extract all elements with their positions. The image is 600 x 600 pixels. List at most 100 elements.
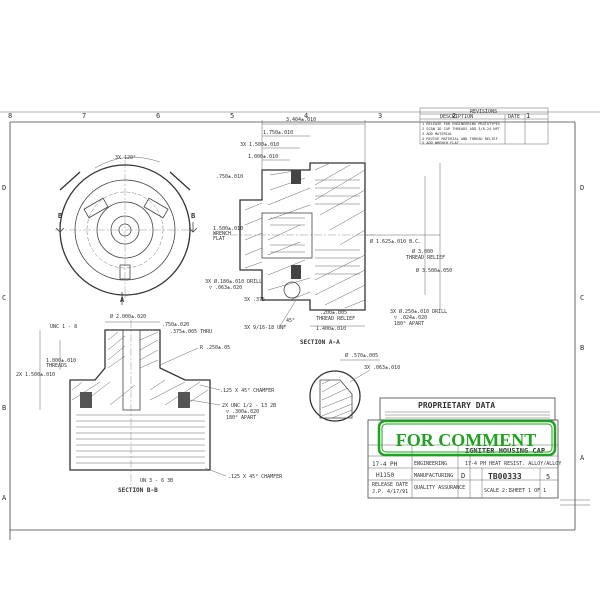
revision-letter: 5 — [546, 473, 550, 481]
section-bb-label: SECTION B-B — [118, 487, 158, 494]
drill-hole — [291, 170, 301, 184]
zone-letter: C — [580, 294, 584, 302]
center-bore — [122, 329, 141, 411]
stamp-inner-border — [381, 423, 553, 453]
wrench-flat-edge — [169, 171, 191, 191]
thread-relief-note: THREAD RELIEF — [406, 255, 445, 261]
detail-profile — [319, 379, 353, 419]
bc-note: Ø 1.625±.010 B.C. — [370, 238, 421, 245]
part-title: IGNITER HOUSING CAP — [465, 447, 545, 455]
scale: SCALE 2:1 — [484, 488, 511, 494]
zone-letters-left: D C B A — [2, 184, 7, 502]
slot — [143, 197, 169, 219]
dim-r250: R .250±.05 — [200, 345, 230, 351]
zone-number: 6 — [156, 112, 160, 120]
drill-250-note: 3X Ø.250±.010 DRILL — [390, 308, 447, 315]
dim-1400: 1.400±.010 — [316, 326, 346, 332]
dim-750b: .750±.020 — [162, 322, 189, 328]
unc-bottom-note: UN 3 - 6 3B — [140, 478, 173, 484]
drill-180-note: 3X Ø.180±.010 DRILL — [205, 278, 262, 285]
stamp-border — [377, 419, 557, 457]
revision-row: 2 SCAN ID CAP THREADS ADD 3/8-24 NPT — [422, 127, 501, 131]
leader-line — [204, 467, 227, 477]
manufacturing-label: MANUFACTURING — [414, 473, 453, 479]
dim-063: 3X .063±.010 — [364, 365, 400, 371]
dim-1500: 3X 1.500±.010 — [240, 142, 279, 148]
revision-row: 4 REVISE MATERIAL AND THREAD RELIEF — [422, 137, 498, 141]
internal-thread — [315, 179, 360, 275]
wrench-flat-edge — [59, 171, 81, 191]
zone-letter: B — [2, 404, 6, 412]
quality-label: QUALITY ASSURANCE — [414, 485, 465, 491]
proprietary-title: PROPRIETARY DATA — [418, 401, 495, 410]
leader-line — [279, 299, 297, 327]
detail-circle — [283, 281, 301, 299]
tapped-hole — [80, 392, 92, 408]
zone-letters-right: D C B A — [580, 184, 585, 462]
dim-375b: .375±.005 THRU — [170, 329, 212, 335]
for-comment-stamp: FOR COMMENT — [377, 419, 557, 457]
detail-circle — [309, 370, 361, 422]
zone-number: 7 — [82, 112, 86, 120]
detail-hatch — [321, 379, 353, 419]
angle-45: 45° — [286, 318, 295, 324]
unc-8-note: UNC 1 - 8 — [50, 324, 77, 330]
angle-arc — [94, 157, 161, 169]
unc-13-apart: 180° APART — [226, 415, 256, 421]
leader-line — [189, 399, 221, 406]
drawing-number: TB00333 — [488, 472, 522, 481]
slot — [119, 264, 131, 280]
engineering-label: ENGINEERING — [414, 461, 447, 467]
dim-200: .200±.005 — [320, 310, 347, 316]
part-subtitle: 17-4 PH HEAT RESIST. ALLOY/ALLOY — [465, 461, 561, 467]
sheet-number: SHEET 1 OF 1 — [510, 488, 546, 494]
leader-line — [349, 369, 371, 383]
center-bore — [261, 212, 313, 259]
dim-3404: 3.404±.010 — [286, 117, 316, 123]
section-label-a: A — [120, 296, 125, 304]
unc-13-depth: ▽ .300±.020 — [226, 409, 259, 415]
heat-treat: H1150 — [376, 472, 394, 479]
detail-view: Ø .570±.005 3X .063±.010 — [309, 352, 400, 422]
revision-row: 5 ADD WRENCH FLAT — [422, 141, 460, 145]
section-hatch — [244, 162, 366, 309]
zone-number: 2 — [452, 112, 456, 120]
zone-number: 5 — [230, 112, 234, 120]
internal-thread — [76, 414, 205, 464]
section-label-b: B — [191, 212, 195, 220]
revisions-col-date: DATE — [508, 114, 520, 120]
material: 17-4 PH — [372, 461, 398, 468]
sheet-size: D — [461, 472, 465, 480]
section-b-b-view: UNC 1 - 8 Ø 2.000±.020 .750±.020 .375±.0… — [16, 313, 283, 494]
wrench-flat-note: 1.500±.010 WRENCH FLAT — [213, 226, 246, 242]
zone-letter: B — [580, 344, 584, 352]
zone-number: 8 — [8, 112, 12, 120]
zone-letter: C — [2, 294, 6, 302]
zone-letter: D — [580, 184, 584, 192]
thread-relief-note-2: THREAD RELIEF — [316, 316, 355, 322]
dim-1000: 1.000±.010 — [248, 154, 278, 160]
chamfer-note-2: .125 X 45° CHAMFER — [228, 474, 283, 480]
slot — [83, 197, 109, 219]
zone-numbers-top: 8 7 6 5 4 3 2 1 — [8, 112, 530, 120]
section-a-a-view: 3.404±.010 1.750±.010 3X 1.500±.010 1.00… — [205, 117, 452, 346]
zone-number: 4 — [304, 112, 308, 120]
dim-570: Ø .570±.005 — [345, 352, 378, 359]
section-arrow — [55, 222, 65, 233]
zone-letter: A — [2, 494, 7, 502]
tapped-hole — [178, 392, 190, 408]
release-date-value: J.P. 4/17/91 — [372, 489, 408, 495]
front-view: B B A 3X 120° — [55, 155, 198, 305]
dim-1000b: 1.000±.010 THREADS — [46, 358, 79, 369]
unc-13-note: 2X UNC 1/2 - 13 2B — [222, 403, 276, 409]
leader-line — [199, 384, 221, 391]
proprietary-block: PROPRIETARY DATA — [379, 397, 556, 421]
section-aa-label: SECTION A-A — [300, 339, 340, 346]
drill-250-depth: ▽ .024±.020 — [394, 315, 427, 321]
dia-3500: Ø 3.500±.050 — [416, 267, 452, 274]
dim-1750: 1.750±.010 — [263, 130, 293, 136]
section-outline — [239, 162, 366, 311]
dia-3000: Ø 3.000 — [412, 248, 433, 255]
section-label-b: B — [58, 212, 62, 220]
